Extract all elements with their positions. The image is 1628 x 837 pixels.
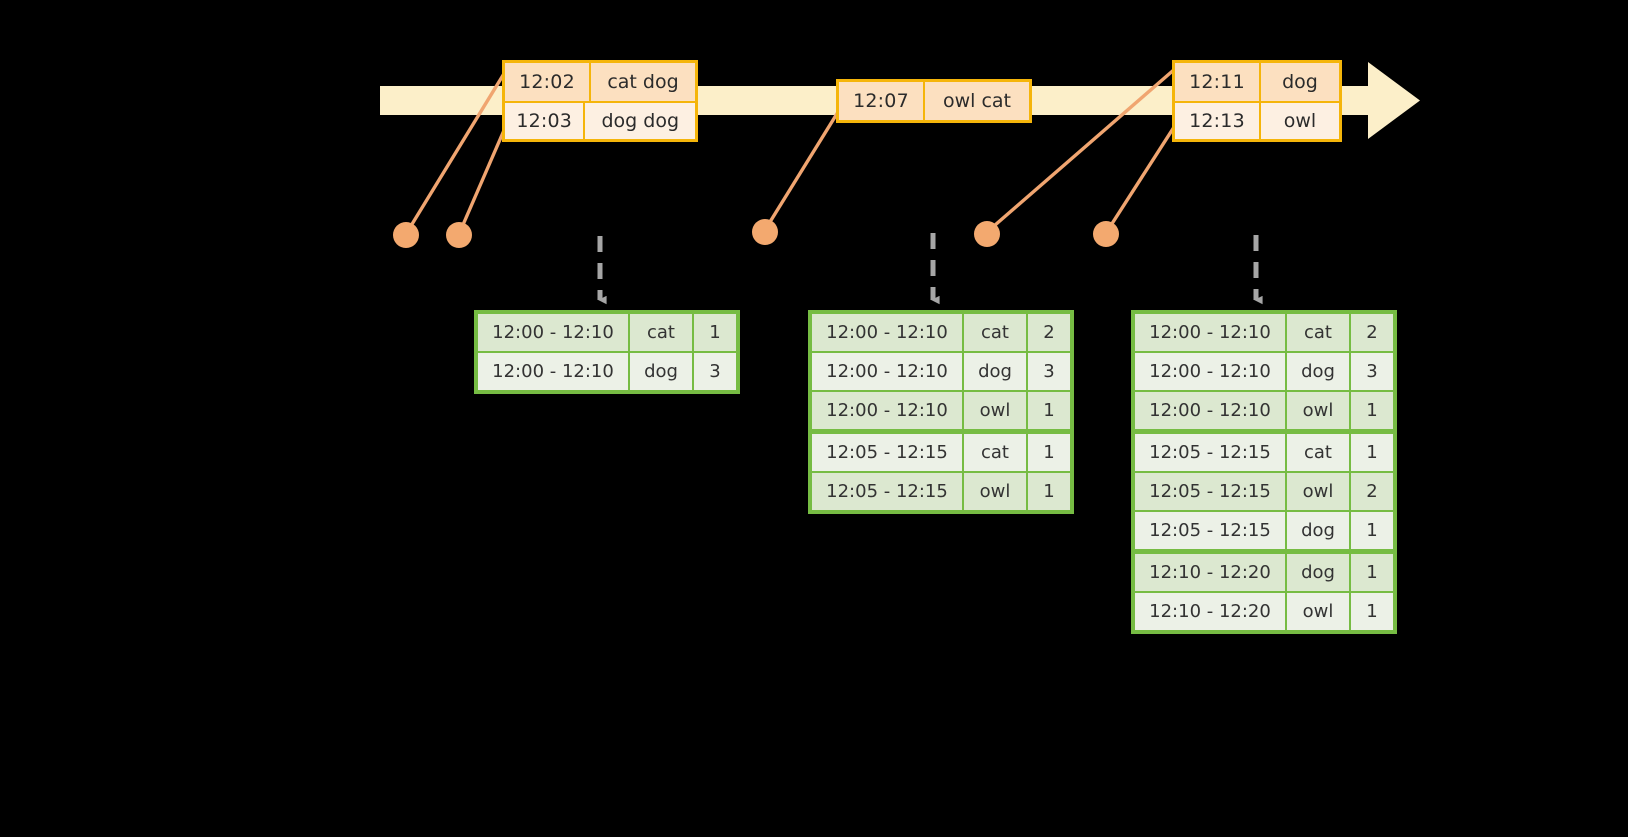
cell-window: 12:00 - 12:10 (1135, 314, 1285, 351)
cell-word: cat (1287, 434, 1349, 471)
event-dots (393, 219, 1119, 248)
cell-count: 1 (1351, 512, 1393, 549)
cell-word: owl (1287, 392, 1349, 429)
cell-window: 12:05 - 12:15 (1135, 512, 1285, 549)
event-dot-1207 (752, 219, 778, 245)
event-words: dog dog (601, 110, 679, 132)
cell-window: 12:05 - 12:15 (812, 473, 962, 510)
event-words: owl (1283, 110, 1317, 132)
event-time: 12:03 (505, 103, 586, 139)
cell-word: cat (964, 434, 1026, 471)
cell-word: cat (1287, 314, 1349, 351)
event-time: 12:11 (1175, 63, 1261, 101)
event-row: 12:02 cat dog (505, 63, 695, 101)
cell-window: 12:10 - 12:20 (1135, 593, 1285, 630)
event-words: cat dog (607, 71, 679, 93)
cell-count: 1 (1351, 593, 1393, 630)
cell-window: 12:00 - 12:10 (478, 353, 628, 390)
cell-window: 12:05 - 12:15 (812, 434, 962, 471)
event-row: 12:11 dog (1175, 63, 1339, 101)
cell-count: 1 (1028, 392, 1070, 429)
cell-count: 3 (1028, 353, 1070, 390)
event-box-2: 12:07 owl cat (836, 79, 1032, 123)
cell-count: 1 (694, 314, 736, 351)
cell-word: dog (964, 353, 1026, 390)
emit-arrows (597, 233, 1263, 305)
cell-count: 3 (1351, 353, 1393, 390)
cell-window: 12:00 - 12:10 (812, 314, 962, 351)
cell-window: 12:00 - 12:10 (812, 392, 962, 429)
cell-count: 1 (1351, 392, 1393, 429)
cell-count: 1 (1351, 554, 1393, 591)
cell-count: 1 (1351, 434, 1393, 471)
event-row: 12:07 owl cat (839, 82, 1029, 120)
cell-window: 12:05 - 12:15 (1135, 434, 1285, 471)
cell-window: 12:00 - 12:10 (812, 353, 962, 390)
cell-word: dog (630, 353, 692, 390)
cell-word: owl (964, 473, 1026, 510)
event-dot-1213 (1093, 221, 1119, 247)
event-box-3: 12:11 dog 12:13 owl (1172, 60, 1342, 142)
event-dot-1202 (393, 222, 419, 248)
cell-word: cat (964, 314, 1026, 351)
cell-window: 12:00 - 12:10 (478, 314, 628, 351)
cell-window: 12:05 - 12:15 (1135, 473, 1285, 510)
event-time: 12:07 (839, 82, 925, 120)
cell-window: 12:00 - 12:10 (1135, 392, 1285, 429)
event-time: 12:13 (1175, 103, 1261, 139)
cell-word: dog (1287, 554, 1349, 591)
event-row: 12:03 dog dog (505, 101, 695, 139)
cell-word: cat (630, 314, 692, 351)
cell-word: dog (1287, 353, 1349, 390)
cell-window: 12:00 - 12:10 (1135, 353, 1285, 390)
event-box-1: 12:02 cat dog 12:03 dog dog (502, 60, 698, 142)
event-dot-1211 (974, 221, 1000, 247)
event-words: dog (1282, 71, 1318, 93)
cell-word: owl (1287, 473, 1349, 510)
event-time: 12:02 (505, 63, 591, 101)
event-row: 12:13 owl (1175, 101, 1339, 139)
event-words: owl cat (942, 90, 1012, 112)
cell-word: dog (1287, 512, 1349, 549)
cell-count: 3 (694, 353, 736, 390)
cell-count: 1 (1028, 434, 1070, 471)
cell-count: 1 (1028, 473, 1070, 510)
cell-count: 2 (1351, 314, 1393, 351)
cell-count: 2 (1028, 314, 1070, 351)
cell-count: 2 (1351, 473, 1393, 510)
cell-window: 12:10 - 12:20 (1135, 554, 1285, 591)
event-dot-1203 (446, 222, 472, 248)
cell-word: owl (964, 392, 1026, 429)
cell-word: owl (1287, 593, 1349, 630)
